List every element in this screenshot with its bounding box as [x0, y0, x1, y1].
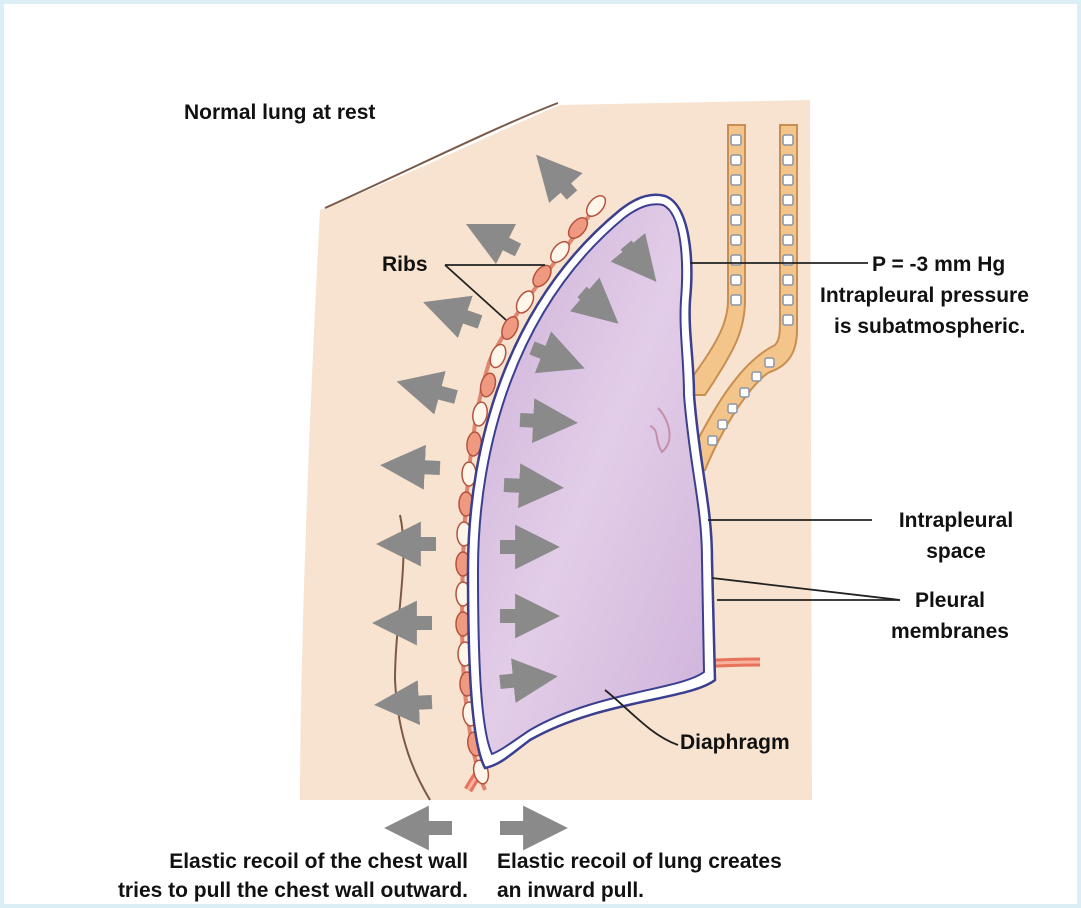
pleural-membranes-label-line1: Pleural	[870, 586, 1030, 616]
lung-recoil-caption-line2: an inward pull.	[497, 876, 644, 906]
ribs-label: Ribs	[382, 250, 428, 280]
diagram-title: Normal lung at rest	[184, 98, 375, 128]
pressure-value-label: P = -3 mm Hg	[872, 250, 1005, 280]
pleural-membranes-label-line2: membranes	[870, 617, 1030, 647]
chest-wall-caption-line2: tries to pull the chest wall outward.	[10, 876, 468, 906]
intrapleural-space-label-line1: Intrapleural	[876, 506, 1036, 536]
lung-recoil-caption-line1: Elastic recoil of lung creates	[497, 847, 782, 877]
intrapleural-space-label-line2: space	[876, 537, 1036, 567]
diaphragm-label: Diaphragm	[680, 728, 790, 758]
chest-wall-caption-line1: Elastic recoil of the chest wall	[10, 847, 468, 877]
pressure-description-line1: Intrapleural pressure	[820, 281, 1029, 311]
pressure-description-line2: is subatmospheric.	[834, 312, 1025, 342]
